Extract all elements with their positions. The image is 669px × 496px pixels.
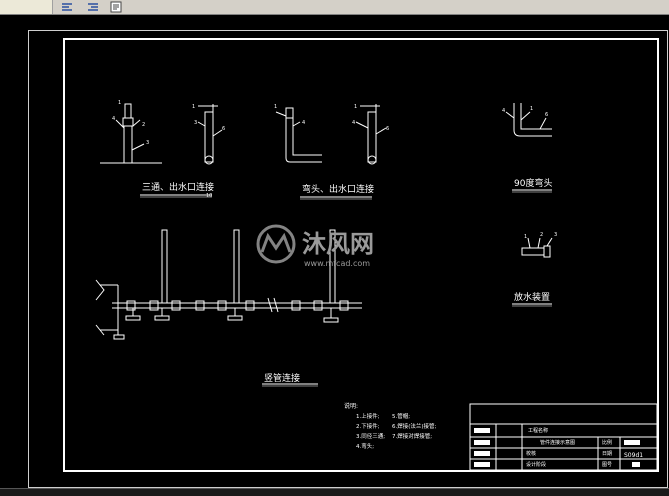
drawing-border-inner (63, 38, 659, 472)
scale-label: 比例 (602, 439, 612, 446)
label-riser-connection: 竖管连接 (264, 372, 300, 384)
detail-90-elbow (505, 103, 552, 137)
svg-text:1: 1 (530, 106, 533, 112)
reference-numbers: 1 2 3 4 1 6 3 1 4 1 6 4 4 6 1 1 2 3 (112, 100, 557, 240)
notes-item: 1.上接件; (356, 412, 380, 420)
svg-text:1: 1 (118, 100, 121, 106)
watermark-logo-icon (256, 224, 296, 264)
svg-text:4: 4 (302, 120, 305, 126)
toolbar (0, 0, 669, 15)
svg-text:3: 3 (554, 232, 557, 238)
align-left-icon[interactable] (60, 1, 76, 13)
svg-text:1: 1 (192, 104, 195, 110)
svg-text:4: 4 (502, 108, 505, 114)
align-right-icon[interactable] (84, 1, 100, 13)
notes-item: 4.弯头; (356, 442, 374, 450)
drawing-border-outer (28, 30, 668, 488)
detail-drain (521, 237, 553, 258)
toolbar-grip (0, 0, 53, 14)
label-drain: 放水装置 (514, 291, 550, 303)
svg-text:2: 2 (142, 122, 145, 128)
svg-text:4: 4 (112, 116, 115, 122)
svg-text:2: 2 (540, 232, 543, 238)
detail-elbow-riser (355, 104, 387, 165)
sheet-label: 图号 (602, 462, 612, 468)
detail-tee-riser (197, 104, 223, 165)
notes-item: 5.管帽; (392, 412, 410, 420)
date-label: 日期 (602, 451, 612, 457)
detail-elbow-outlet (275, 107, 322, 163)
watermark-text: 沐风网 (302, 230, 374, 258)
svg-text:1: 1 (524, 234, 527, 240)
notes-item: 6.焊接(法兰)接管; (392, 422, 437, 430)
drawing-name: 管件连接示意图 (540, 439, 575, 446)
svg-text:6: 6 (545, 112, 548, 118)
svg-text:1: 1 (274, 104, 277, 110)
detail-riser-connection (95, 229, 362, 340)
properties-icon[interactable] (108, 1, 124, 13)
project-label: 工程名称 (528, 427, 548, 434)
watermark-url: www.mfcad.com (304, 259, 370, 268)
model-tab-strip (0, 488, 669, 496)
drawing-number: S09d1 (624, 452, 643, 459)
svg-text:4: 4 (352, 120, 355, 126)
label-tee-outlet: 三通、出水口连接 (142, 181, 214, 193)
title-block-text: 工程名称 管件连接示意图 比例 校核 日期 设计阶段 图号 S09d1 (474, 427, 643, 468)
label-tee-note: 10 (206, 193, 212, 199)
notes-heading: 说明: (344, 402, 358, 410)
design-stage-label: 设计阶段 (526, 461, 546, 468)
svg-text:3: 3 (146, 140, 149, 146)
notes-item: 2.下接件; (356, 422, 380, 430)
svg-text:6: 6 (222, 126, 225, 132)
notes-item: 3.同径三通; (356, 432, 385, 440)
svg-text:3: 3 (194, 120, 197, 126)
notes-item: 7.焊接对焊接管; (392, 432, 432, 440)
label-elbow-outlet: 弯头、出水口连接 (302, 183, 374, 195)
label-90-elbow: 90度弯头 (514, 177, 552, 189)
title-block (469, 403, 658, 471)
detail-tee-outlet (100, 103, 162, 164)
watermark: 沐风网 www.mfcad.com (256, 224, 374, 268)
svg-text:1: 1 (354, 104, 357, 110)
svg-text:6: 6 (386, 126, 389, 132)
check-label: 校核 (526, 450, 536, 457)
